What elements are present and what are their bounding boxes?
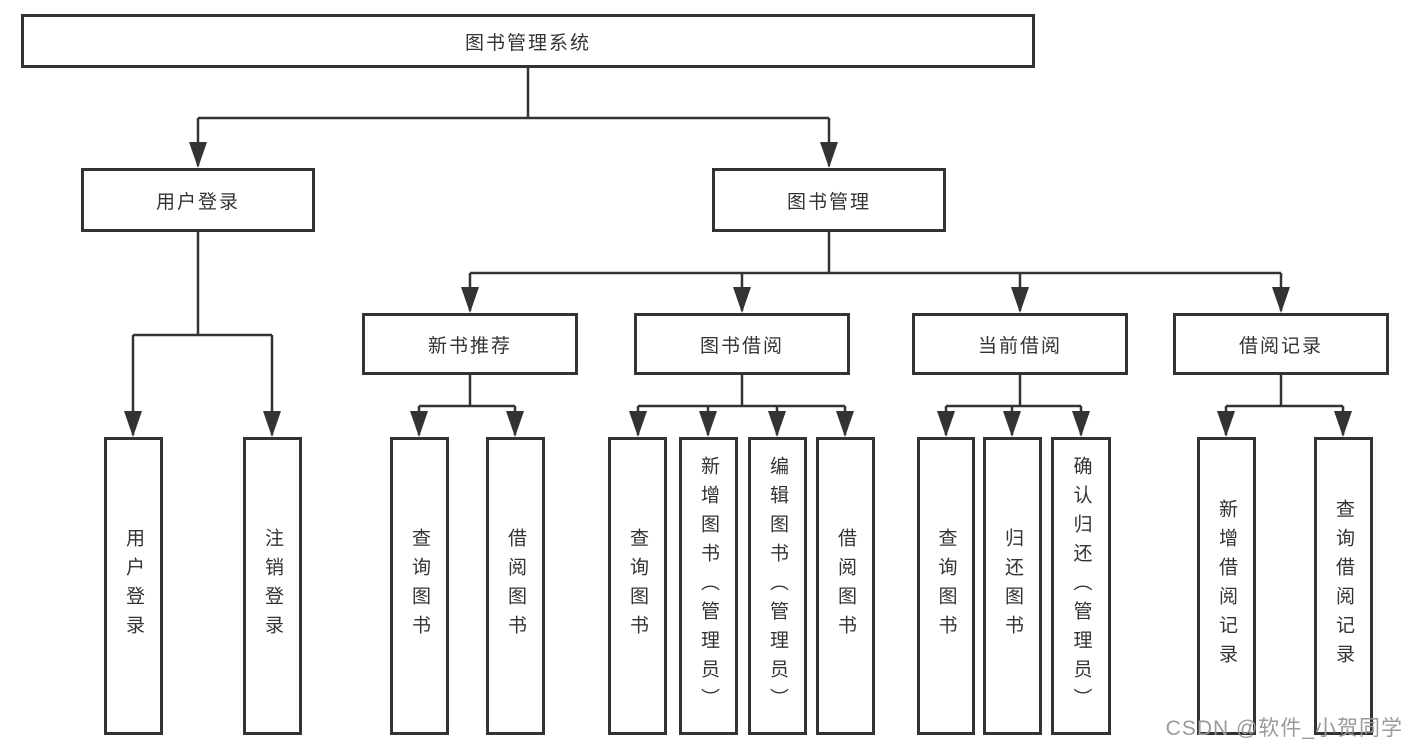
connector-borrowing-records-to-leaves bbox=[1217, 375, 1352, 437]
node-book-management: 图书管理 bbox=[712, 168, 946, 232]
leaf-logout: 注销登录 bbox=[243, 437, 302, 735]
leaf-recommend-borrow-books: 借阅图书 bbox=[486, 437, 545, 735]
connector-new-book-recommend-to-leaves bbox=[410, 375, 524, 437]
node-book-borrowing-label: 图书借阅 bbox=[699, 335, 784, 357]
leaf-borrowing-edit-books-admin-label: 编辑图书（管理员） bbox=[767, 455, 788, 717]
connector-user-login-to-leaves bbox=[124, 232, 281, 437]
leaf-records-add-record: 新增借阅记录 bbox=[1197, 437, 1256, 735]
leaf-borrowing-borrow-books-label: 借阅图书 bbox=[835, 528, 856, 644]
node-new-book-recommend: 新书推荐 bbox=[362, 313, 578, 375]
leaf-current-query-books-label: 查询图书 bbox=[935, 528, 957, 644]
leaf-user-login: 用户登录 bbox=[104, 437, 163, 735]
connector-root-to-level2 bbox=[189, 68, 838, 168]
node-borrowing-records: 借阅记录 bbox=[1173, 313, 1389, 375]
leaf-borrowing-query-books: 查询图书 bbox=[608, 437, 667, 735]
node-root-system: 图书管理系统 bbox=[21, 14, 1035, 68]
connector-book-management-to-level3 bbox=[461, 232, 1290, 313]
leaf-logout-label: 注销登录 bbox=[262, 528, 283, 644]
node-new-book-recommend-label: 新书推荐 bbox=[427, 335, 512, 357]
node-current-borrowing: 当前借阅 bbox=[912, 313, 1128, 375]
node-borrowing-records-label: 借阅记录 bbox=[1238, 335, 1323, 357]
node-book-borrowing: 图书借阅 bbox=[634, 313, 850, 375]
node-root-system-label: 图书管理系统 bbox=[464, 32, 591, 54]
leaf-current-query-books: 查询图书 bbox=[917, 437, 975, 735]
leaf-current-return-books: 归还图书 bbox=[983, 437, 1042, 735]
leaf-records-query-record: 查询借阅记录 bbox=[1314, 437, 1373, 735]
leaf-records-add-record-label: 新增借阅记录 bbox=[1216, 499, 1237, 673]
leaf-borrowing-borrow-books: 借阅图书 bbox=[816, 437, 875, 735]
node-current-borrowing-label: 当前借阅 bbox=[977, 335, 1062, 357]
leaf-borrowing-query-books-label: 查询图书 bbox=[627, 528, 648, 644]
leaf-records-query-record-label: 查询借阅记录 bbox=[1333, 499, 1354, 673]
leaf-borrowing-add-books-admin: 新增图书（管理员） bbox=[679, 437, 738, 735]
leaf-current-confirm-return-admin: 确认归还（管理员） bbox=[1051, 437, 1111, 735]
leaf-borrowing-edit-books-admin: 编辑图书（管理员） bbox=[748, 437, 807, 735]
node-user-login: 用户登录 bbox=[81, 168, 315, 232]
connector-book-borrowing-to-leaves bbox=[629, 375, 854, 437]
leaf-current-confirm-return-admin-label: 确认归还（管理员） bbox=[1070, 455, 1092, 717]
leaf-borrowing-add-books-admin-label: 新增图书（管理员） bbox=[698, 455, 719, 717]
leaf-user-login-label: 用户登录 bbox=[123, 528, 144, 644]
node-book-management-label: 图书管理 bbox=[786, 191, 871, 213]
leaf-recommend-borrow-books-label: 借阅图书 bbox=[505, 528, 526, 644]
leaf-recommend-query-books: 查询图书 bbox=[390, 437, 449, 735]
connector-current-borrowing-to-leaves bbox=[937, 375, 1090, 437]
node-user-login-label: 用户登录 bbox=[155, 191, 240, 213]
leaf-recommend-query-books-label: 查询图书 bbox=[409, 528, 430, 644]
leaf-current-return-books-label: 归还图书 bbox=[1002, 528, 1023, 644]
watermark-text: CSDN @软件_小贺同学 bbox=[1165, 717, 1403, 740]
